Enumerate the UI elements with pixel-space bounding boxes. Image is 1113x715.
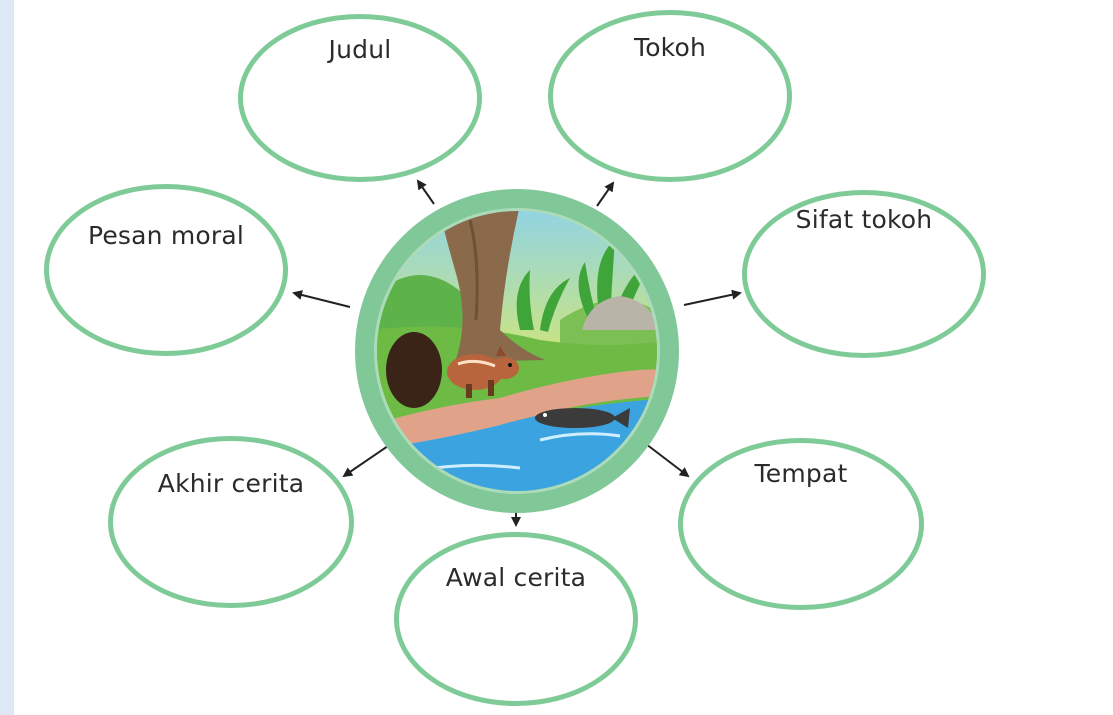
page-left-margin (0, 0, 14, 715)
bubble-label-sifat-tokoh: Sifat tokoh (795, 205, 933, 234)
bubble-label-judul: Judul (328, 35, 392, 64)
arrow-to-pesan-moral (292, 290, 351, 308)
arrow-to-sifat-tokoh (683, 289, 742, 306)
bubble-label-pesan-moral: Pesan moral (87, 221, 245, 250)
fish-icon (535, 408, 630, 428)
bubble-label-awal-cerita: Awal cerita (445, 563, 587, 592)
bubble-tokoh: Tokoh (548, 10, 792, 182)
bubble-sifat-tokoh: Sifat tokoh (742, 190, 986, 358)
bubble-akhir-cerita: Akhir cerita (108, 436, 354, 608)
bubble-label-akhir-cerita: Akhir cerita (157, 469, 305, 498)
arrows (292, 179, 742, 527)
bubble-judul: Judul (238, 14, 482, 182)
arrow-to-judul (416, 179, 435, 205)
arrow-to-tokoh (596, 181, 615, 207)
arrow-to-tempat (645, 443, 690, 478)
bubble-tempat: Tempat (678, 438, 924, 610)
bubble-label-tempat: Tempat (754, 459, 848, 488)
bubble-pesan-moral: Pesan moral (44, 184, 288, 356)
squirrel-icon (386, 332, 519, 408)
arrow-to-akhir-cerita (342, 445, 389, 478)
bubble-label-tokoh: Tokoh (633, 33, 707, 62)
bubble-awal-cerita: Awal cerita (394, 532, 638, 706)
